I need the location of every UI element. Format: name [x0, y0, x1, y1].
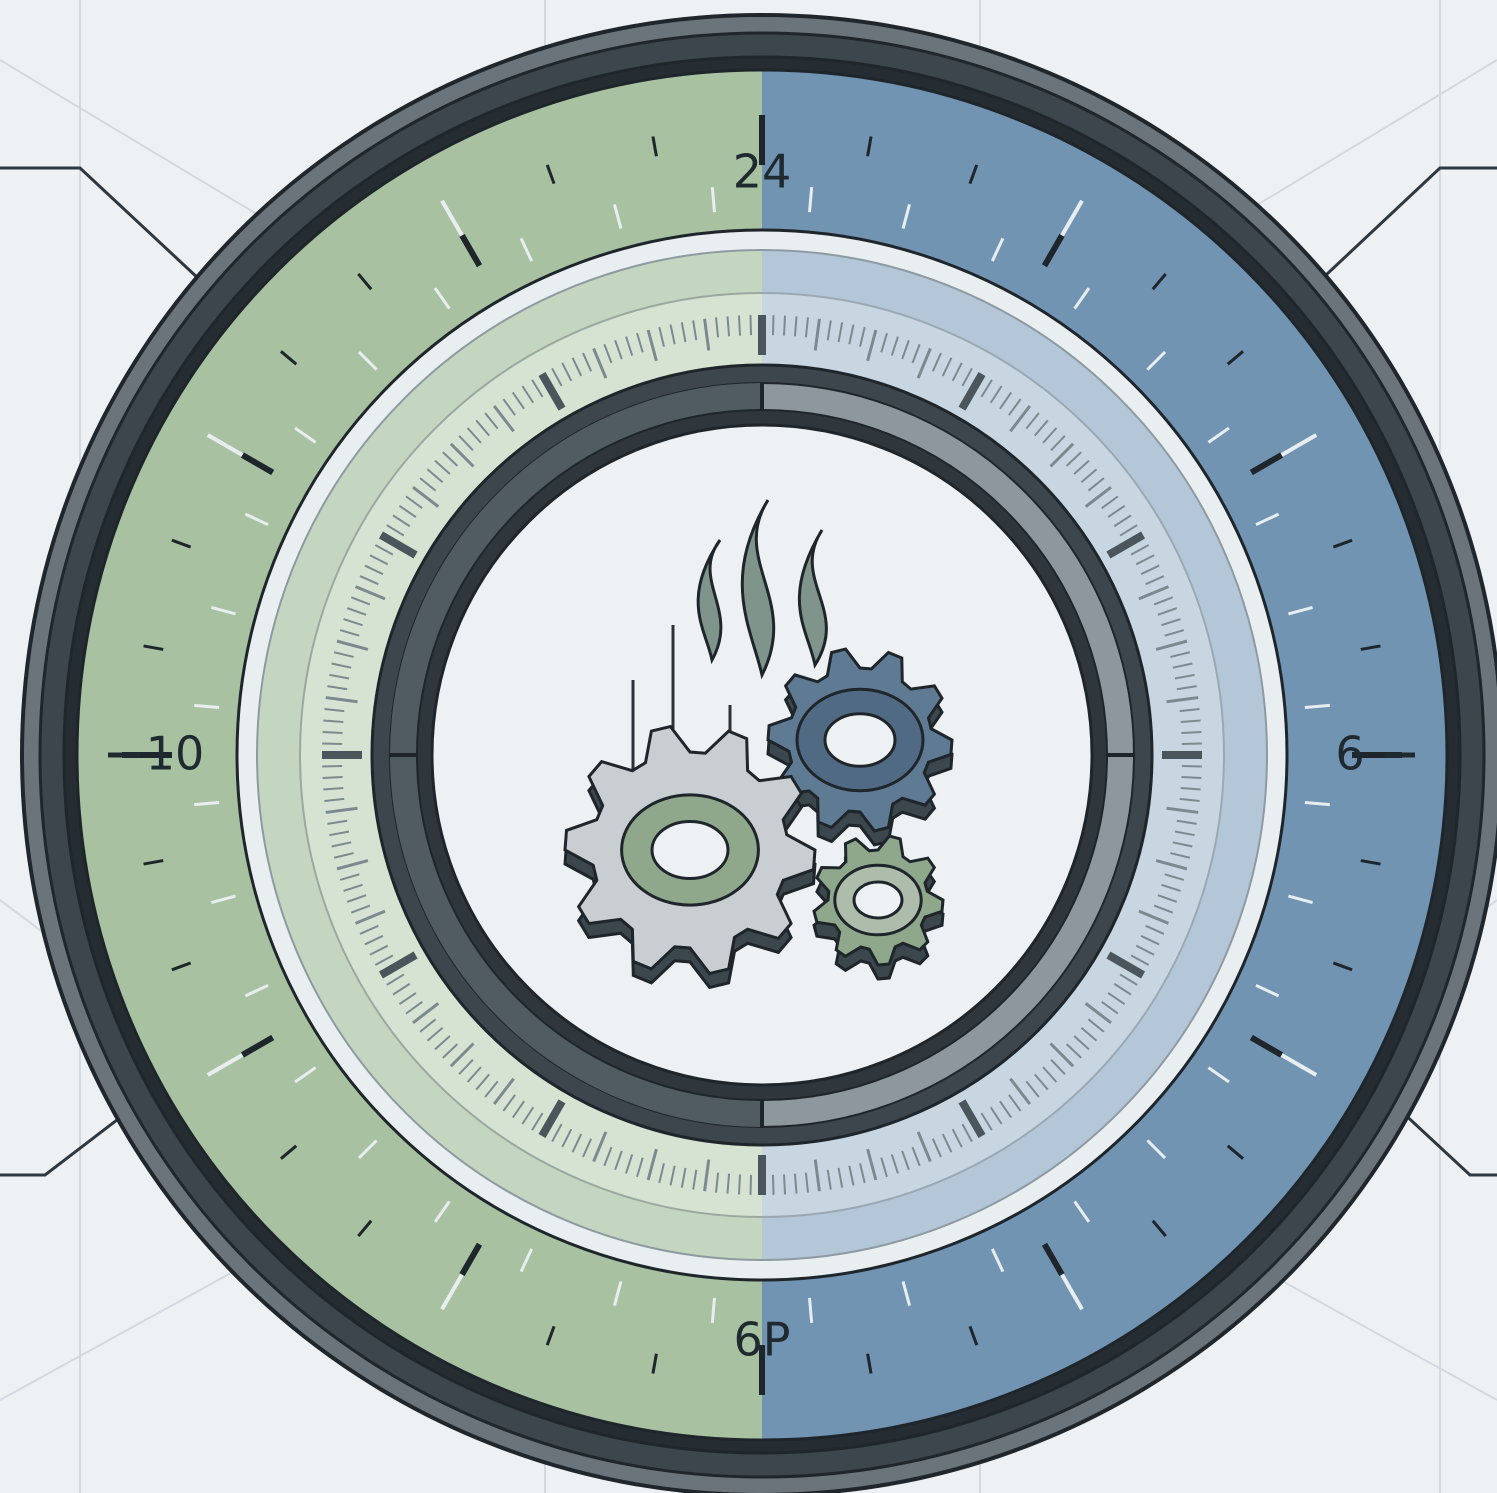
center-face — [432, 425, 1092, 1085]
inner-tick — [773, 315, 774, 335]
label-right: 6 — [1335, 727, 1364, 781]
inner-tick — [1181, 732, 1201, 733]
gear-hole — [825, 714, 895, 767]
inner-tick — [1182, 743, 1202, 744]
inner-tick — [323, 777, 343, 778]
inner-tick — [773, 1175, 774, 1195]
gear-hole — [652, 822, 728, 879]
inner-tick — [750, 315, 751, 335]
label-top: 24 — [733, 145, 792, 199]
inner-tick — [322, 766, 342, 767]
inner-tick — [323, 732, 343, 733]
label-left: 10 — [146, 727, 205, 781]
inner-tick — [1181, 777, 1201, 778]
inner-tick — [739, 1174, 740, 1194]
inner-tick — [1182, 766, 1202, 767]
inner-tick — [784, 316, 785, 336]
inner-tick — [750, 1175, 751, 1195]
gear-hole — [854, 882, 902, 918]
inner-tick — [322, 743, 342, 744]
inner-bezel — [372, 365, 1152, 1145]
inner-tick — [739, 316, 740, 336]
label-bottom: 6P — [733, 1313, 790, 1367]
inner-tick — [784, 1174, 785, 1194]
